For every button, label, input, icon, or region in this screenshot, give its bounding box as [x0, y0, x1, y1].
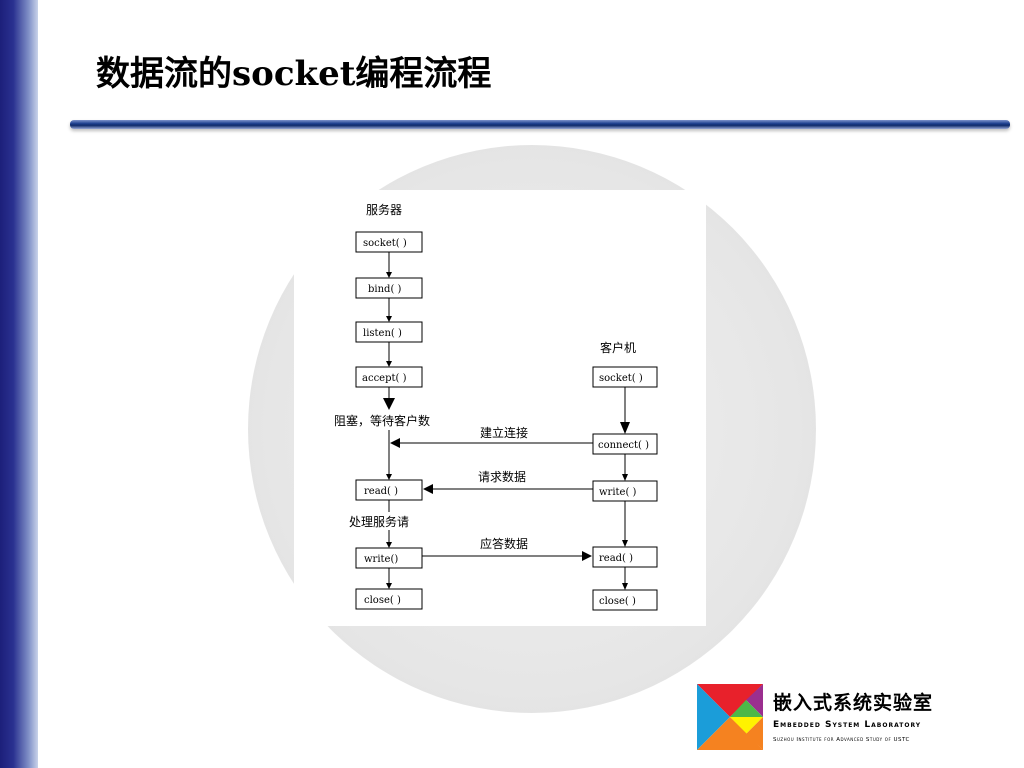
logo-yellow-triangle [730, 717, 763, 734]
lab-name-chinese: 嵌入式系统实验室 [773, 692, 934, 714]
server-flow-arrows [383, 252, 395, 589]
svg-text:read( ): read( ) [599, 553, 633, 564]
lab-institute: Suzhou Institute for Advanced Study of U… [773, 737, 910, 743]
client-step-close: close( ) [592, 589, 658, 611]
svg-text:connect( ): connect( ) [598, 440, 649, 451]
server-step-accept: accept( ) [355, 366, 423, 388]
request-data-arrow: 请求数据 [423, 469, 593, 494]
server-step-socket: socket( ) [355, 231, 423, 253]
lab-logo-mark-icon [697, 684, 763, 750]
client-step-socket: socket( ) [592, 366, 658, 388]
client-heading: 客户机 [600, 340, 636, 355]
server-step-write: write() [355, 547, 423, 569]
logo-green-triangle [730, 700, 763, 717]
svg-text:socket( ): socket( ) [363, 238, 407, 249]
establish-connection-arrow: 建立连接 [390, 425, 593, 448]
server-heading: 服务器 [366, 202, 402, 217]
svg-text:close( ): close( ) [364, 595, 401, 606]
lab-logo: 嵌入式系统实验室 Embedded System Laboratory Suzh… [697, 684, 997, 754]
logo-left-triangle [697, 684, 730, 750]
lab-name-english: Embedded System Laboratory [773, 720, 922, 730]
server-step-bind: bind( ) [355, 277, 423, 299]
title-underline [70, 120, 1010, 129]
left-accent-bar [0, 0, 38, 768]
svg-text:bind( ): bind( ) [368, 284, 402, 295]
server-step-close: close( ) [355, 588, 423, 610]
response-data-label: 应答数据 [480, 536, 528, 551]
svg-text:accept( ): accept( ) [362, 373, 407, 384]
socket-flow-diagram: 服务器 客户机 socket( ) bind( ) listen( ) acce… [294, 190, 706, 626]
client-step-read: read( ) [592, 546, 658, 568]
svg-text:read( ): read( ) [364, 486, 398, 497]
client-step-write: write( ) [592, 480, 658, 502]
logo-top-triangle [697, 684, 763, 717]
processing-note: 处理服务请 [349, 514, 409, 529]
response-data-arrow: 应答数据 [422, 536, 592, 561]
logo-bottom-triangle [697, 717, 763, 750]
client-flow-arrows [620, 387, 630, 590]
request-data-label: 请求数据 [478, 469, 526, 484]
establish-connection-label: 建立连接 [480, 425, 528, 440]
svg-text:write(): write() [364, 554, 398, 565]
svg-text:socket( ): socket( ) [599, 373, 643, 384]
server-step-read: read( ) [355, 479, 423, 501]
logo-bottom-right-triangle [746, 717, 763, 750]
logo-top-right-triangle [746, 684, 763, 717]
svg-text:write( ): write( ) [599, 487, 637, 498]
svg-text:listen( ): listen( ) [363, 328, 402, 339]
svg-text:close( ): close( ) [599, 596, 636, 607]
client-step-connect: connect( ) [592, 433, 658, 455]
flow-diagram-svg: 服务器 客户机 socket( ) bind( ) listen( ) acce… [334, 202, 658, 611]
blocking-note: 阻塞，等待客户数 [334, 413, 430, 428]
slide-title: 数据流的socket编程流程 [96, 54, 492, 94]
server-step-listen: listen( ) [355, 321, 423, 343]
